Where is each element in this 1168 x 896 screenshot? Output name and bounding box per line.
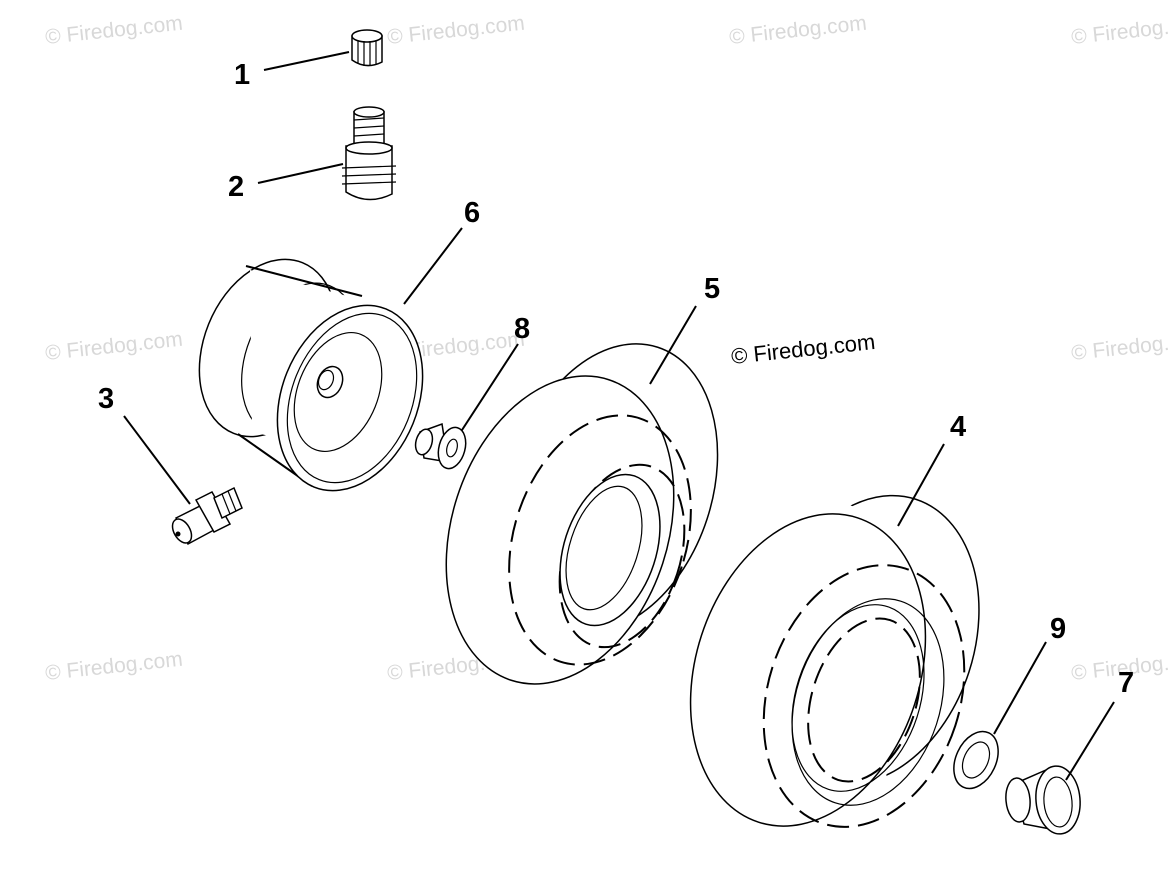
callout-5: 5 bbox=[704, 273, 720, 305]
callout-3: 3 bbox=[98, 383, 114, 415]
watermark: © Firedog.com bbox=[44, 328, 184, 365]
valve-cap-icon bbox=[351, 29, 383, 67]
cap-icon bbox=[1005, 765, 1081, 835]
leader-line bbox=[993, 641, 1047, 735]
wheel-rim-icon bbox=[198, 258, 424, 492]
callout-2: 2 bbox=[228, 171, 244, 203]
callout-7: 7 bbox=[1118, 667, 1134, 699]
watermark: © Firedog.com bbox=[1070, 328, 1168, 365]
valve-stem-icon bbox=[341, 106, 397, 201]
leader-line bbox=[257, 163, 344, 184]
tire-icon bbox=[689, 494, 980, 838]
bushing-icon bbox=[414, 422, 467, 470]
leader-line bbox=[1065, 701, 1115, 781]
leader-line bbox=[461, 343, 519, 431]
leader-line bbox=[123, 415, 191, 505]
grease-fitting-icon bbox=[171, 486, 243, 546]
watermark: © Firedog.com bbox=[44, 12, 184, 49]
callout-6: 6 bbox=[464, 197, 480, 229]
washer-icon bbox=[953, 730, 999, 790]
callout-8: 8 bbox=[514, 313, 530, 345]
callout-1: 1 bbox=[234, 59, 250, 91]
tire-icon bbox=[445, 343, 719, 685]
watermark: © Firedog.com bbox=[728, 12, 868, 49]
watermark: © Firedog.com bbox=[386, 12, 526, 49]
leader-line bbox=[403, 227, 463, 305]
leader-line bbox=[263, 51, 350, 71]
callout-9: 9 bbox=[1050, 613, 1066, 645]
callout-4: 4 bbox=[950, 411, 966, 443]
leader-line bbox=[649, 305, 697, 385]
leader-line bbox=[897, 443, 945, 527]
watermark: © Firedog.com bbox=[44, 648, 184, 685]
watermark: © Firedog.com bbox=[1070, 12, 1168, 49]
watermark-main: © Firedog.com bbox=[730, 329, 876, 369]
